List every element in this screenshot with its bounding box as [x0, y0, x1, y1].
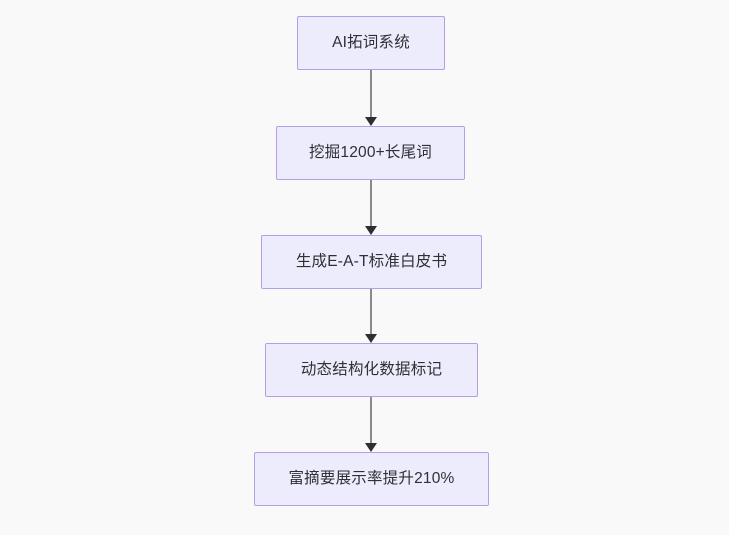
flowchart-arrowhead-icon-4 [365, 443, 377, 452]
flowchart-edge-line-2 [370, 180, 372, 226]
flowchart-node-mine-longtail-keywords[interactable]: 挖掘1200+长尾词 [276, 126, 465, 180]
flowchart-node-generate-eat-whitepaper[interactable]: 生成E-A-T标准白皮书 [261, 235, 482, 289]
flowchart-node-dynamic-structured-data-markup[interactable]: 动态结构化数据标记 [265, 343, 478, 397]
flowchart-node-rich-snippet-rate-increase[interactable]: 富摘要展示率提升210% [254, 452, 489, 506]
node-label: 生成E-A-T标准白皮书 [295, 253, 448, 271]
node-label: AI拓词系统 [332, 34, 410, 52]
flowchart-edge-line-3 [370, 289, 372, 334]
node-label: 动态结构化数据标记 [300, 361, 443, 379]
flowchart-edge-line-1 [370, 70, 372, 117]
flowchart-node-ai-keyword-system[interactable]: AI拓词系统 [297, 16, 445, 70]
flowchart-arrowhead-icon-1 [365, 117, 377, 126]
node-label: 挖掘1200+长尾词 [308, 144, 433, 162]
flowchart-edge-line-4 [370, 397, 372, 443]
flowchart-arrowhead-icon-2 [365, 226, 377, 235]
flowchart-arrowhead-icon-3 [365, 334, 377, 343]
node-label: 富摘要展示率提升210% [288, 470, 455, 488]
